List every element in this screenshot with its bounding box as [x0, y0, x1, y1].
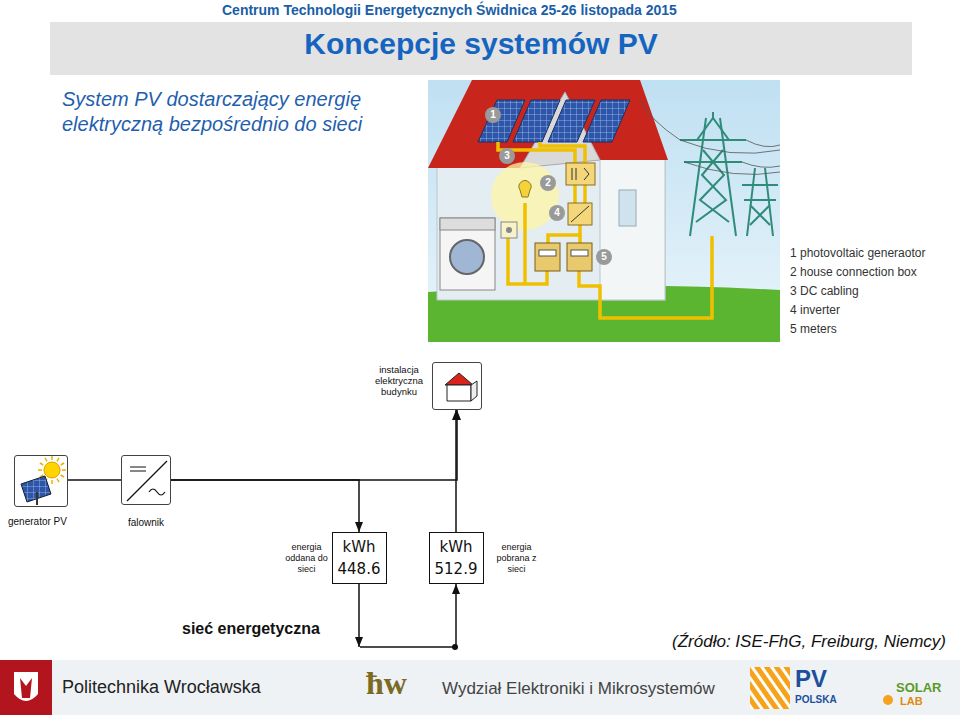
- legend-line: 5 meters: [790, 322, 837, 336]
- meter-unit: kWh: [430, 536, 483, 558]
- inverter-box: falownik: [121, 455, 171, 505]
- logo-text: POLSKA: [795, 694, 837, 705]
- legend-line: 4 inverter: [790, 303, 840, 317]
- title-bar: [50, 22, 912, 75]
- callout-number: 4: [549, 205, 565, 221]
- legend-line: 1 photovoltaic generaotor: [790, 246, 925, 260]
- node-caption: generator PV: [8, 516, 67, 527]
- meter-unit: kWh: [333, 536, 386, 558]
- inv-symbol: [122, 456, 172, 506]
- node-caption: falownik: [128, 517, 164, 528]
- connector: [358, 584, 360, 647]
- source-note: (Źródło: ISE-FhG, Freiburg, Niemcy): [672, 632, 946, 652]
- connector: [171, 480, 359, 532]
- faculty-name: Wydział Elektroniki i Mikrosystemów: [442, 679, 715, 699]
- meter-caption: energia pobrana z sieci: [495, 542, 539, 575]
- house-symbol: [433, 363, 483, 411]
- junction-dot: [452, 644, 458, 650]
- connector: [455, 410, 457, 532]
- callout-number: 5: [596, 249, 612, 265]
- callout-number: 3: [499, 148, 515, 164]
- faculty-logo: ħw: [366, 665, 407, 702]
- header-text: Centrum Technologii Energetycznych Świdn…: [222, 2, 677, 18]
- logo-text: SOLAR: [896, 680, 942, 695]
- connector: [68, 479, 121, 481]
- grid-label: sieć energetyczna: [180, 620, 470, 638]
- footer: [0, 660, 960, 715]
- logo-text: PV: [795, 665, 827, 693]
- node-caption: instalacja elektryczna budynku: [371, 364, 427, 397]
- connector: [171, 410, 457, 480]
- pv-symbol: [15, 456, 69, 508]
- callout-number: 1: [485, 107, 501, 123]
- building-icon-box: instalacja elektryczna budynku: [432, 362, 482, 410]
- meter-caption: energia oddana do sieci: [285, 542, 329, 575]
- university-name: Politechnika Wrocławska: [62, 677, 261, 698]
- subtitle: System PV dostarczający energię elektryc…: [62, 87, 407, 137]
- legend-line: 3 DC cabling: [790, 284, 859, 298]
- logo-text: LAB: [900, 695, 923, 707]
- meter-reading: 512.9: [430, 558, 483, 580]
- energy-meter: kWh448.6energia oddana do sieci: [332, 532, 387, 584]
- grid-node: sieć energetyczna: [180, 620, 470, 647]
- slide-title: Koncepcje systemów PV: [50, 27, 912, 61]
- pv-generator-box: generator PV: [14, 455, 68, 507]
- energy-meter: kWh512.9energia pobrana z sieci: [429, 532, 484, 584]
- grid-bus: [360, 646, 455, 648]
- house-illustration: [428, 80, 780, 342]
- legend-line: 2 house connection box: [790, 265, 917, 279]
- meter-reading: 448.6: [333, 558, 386, 580]
- connector: [455, 584, 457, 647]
- callout-number: 2: [540, 175, 556, 191]
